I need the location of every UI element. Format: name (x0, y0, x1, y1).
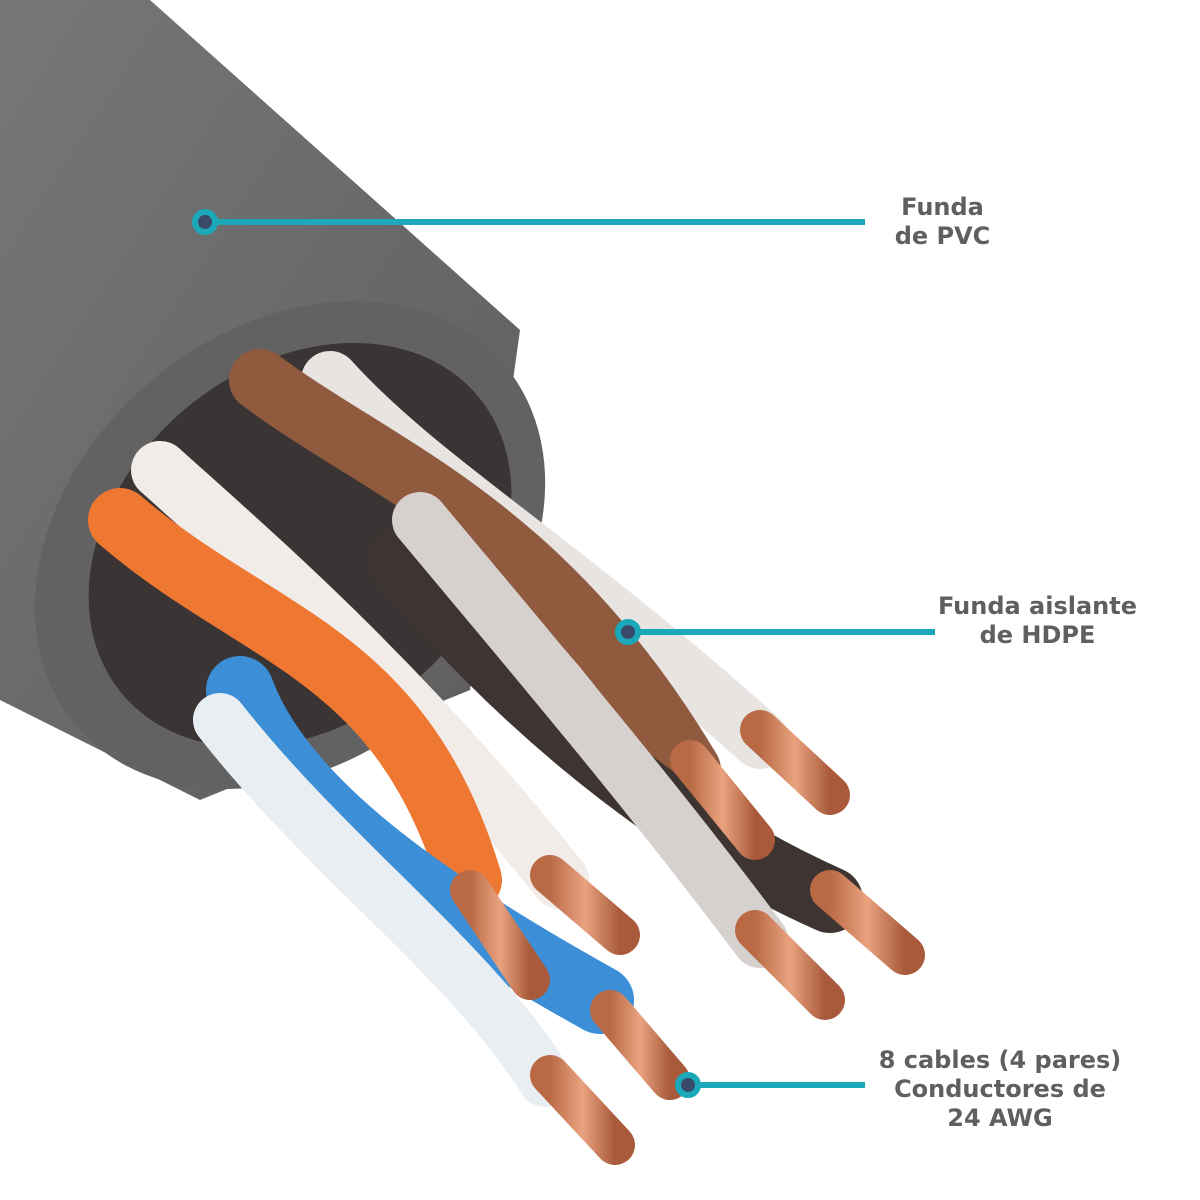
label-line: Conductores de (894, 1075, 1106, 1103)
label-line: Funda (901, 193, 984, 221)
wire-pairs (88, 349, 863, 1107)
copper-conductors (450, 710, 925, 1165)
label-hdpe-insulation: Funda aislante de HDPE (930, 592, 1145, 650)
label-line: de HDPE (979, 621, 1096, 649)
label-pvc-jacket: Funda de PVC (880, 193, 1005, 251)
wire-brown (229, 349, 721, 801)
callout-lines (192, 209, 935, 1098)
label-line: de PVC (894, 222, 991, 250)
label-conductors: 8 cables (4 pares) Conductores de 24 AWG (870, 1046, 1130, 1133)
wire-blue-white (193, 693, 572, 1107)
label-line: 24 AWG (947, 1104, 1053, 1132)
label-line: 8 cables (4 pares) (878, 1046, 1122, 1074)
label-line: Funda aislante (937, 592, 1138, 620)
wire-orange (88, 488, 502, 912)
wire-black-white (392, 492, 788, 968)
